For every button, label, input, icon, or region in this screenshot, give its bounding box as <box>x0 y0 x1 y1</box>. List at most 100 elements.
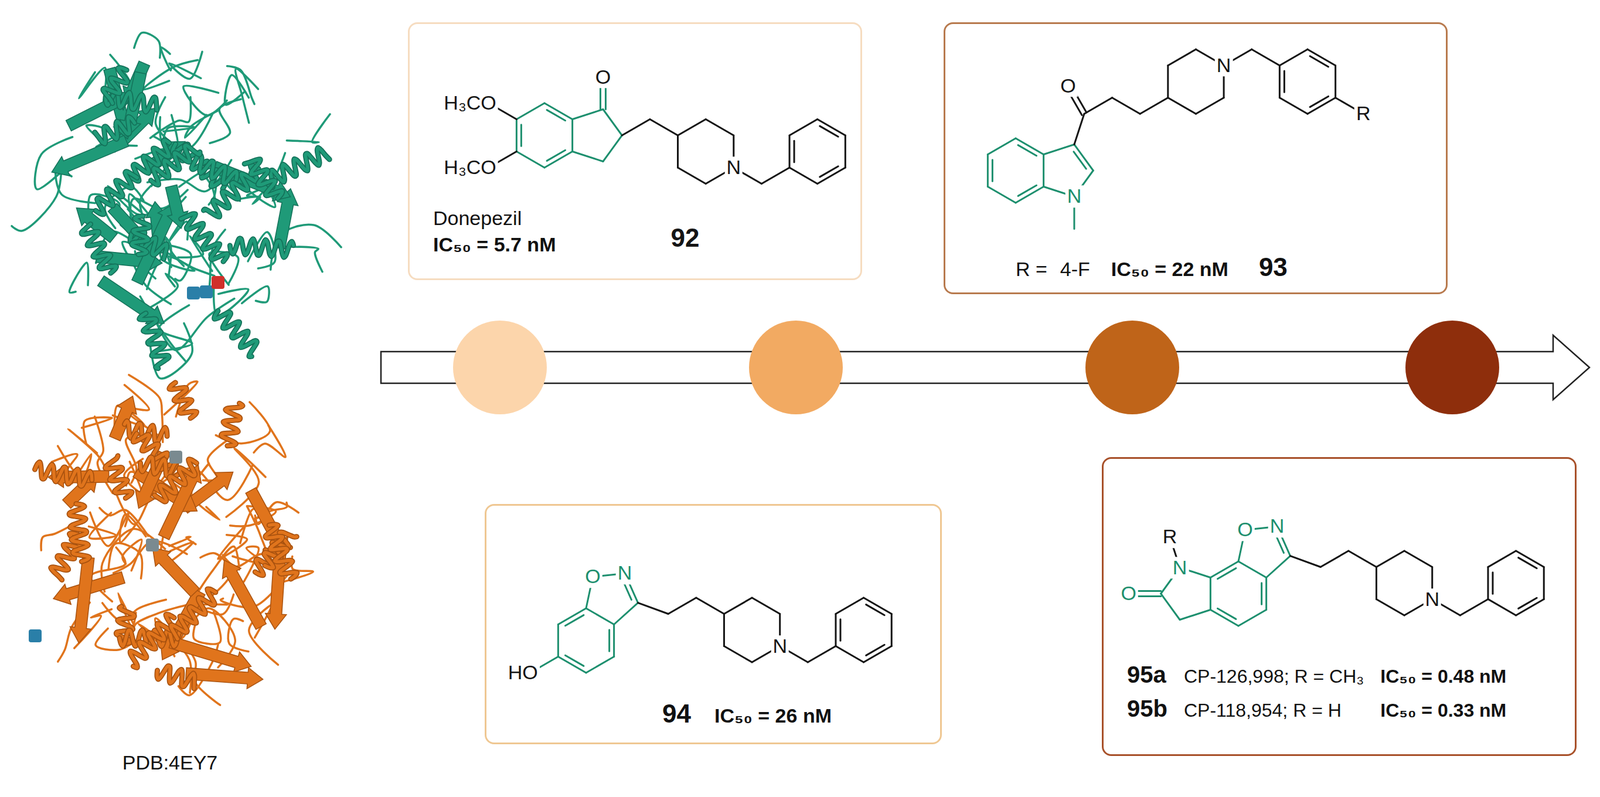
beta-sheet <box>168 636 251 673</box>
annotation-text: 4-F <box>1060 257 1091 281</box>
alpha-helix <box>81 223 117 274</box>
alpha-helix <box>103 67 128 104</box>
alpha-helix <box>181 213 228 262</box>
chemical-bond <box>649 119 679 136</box>
alpha-helix <box>181 213 228 262</box>
protein-loop <box>11 167 62 231</box>
atom-label: R <box>1354 102 1373 125</box>
chemical-bond <box>1179 610 1211 621</box>
atom-label: N <box>770 635 789 657</box>
alpha-helix <box>104 455 132 499</box>
alpha-helix <box>229 238 294 258</box>
timeline-dot <box>1085 320 1180 415</box>
alpha-helix <box>265 524 298 580</box>
chemical-bond <box>866 644 885 656</box>
chemical-bond <box>751 597 781 615</box>
chemical-bond <box>835 646 864 663</box>
chemical-bond <box>1278 65 1281 98</box>
chemical-bond <box>1518 557 1537 569</box>
chemical-bond <box>1279 97 1308 115</box>
ligand-marker <box>145 538 159 552</box>
alpha-helix <box>154 459 197 502</box>
annotation-text: IC₅₀ = 5.7 nM <box>433 233 556 257</box>
alpha-helix <box>199 155 237 184</box>
alpha-helix <box>221 403 243 447</box>
atom-label: N <box>1214 54 1234 77</box>
atom-label: N <box>1423 588 1442 611</box>
chemical-bond <box>1309 96 1329 107</box>
annotation-text: R = <box>1015 257 1048 281</box>
alpha-helix <box>169 382 197 419</box>
atom-label: O <box>593 66 613 88</box>
chemical-bond <box>1217 568 1236 580</box>
chemical-bond <box>1112 97 1141 115</box>
protein-loop <box>143 60 198 91</box>
chemical-bond <box>668 597 697 615</box>
protein-loop <box>160 47 171 71</box>
chemical-bond <box>1266 556 1291 578</box>
chemical-bond <box>723 646 752 663</box>
chemical-bond <box>835 597 864 615</box>
annotation-text: IC₅₀ = 0.48 nM <box>1380 665 1507 688</box>
chemical-bond <box>572 109 604 120</box>
alpha-helix <box>139 312 169 369</box>
protein-loop <box>242 286 270 304</box>
alpha-helix <box>131 216 150 255</box>
chemical-bond <box>696 597 725 615</box>
chemical-bond <box>1161 593 1180 620</box>
chemical-bond <box>1320 550 1349 568</box>
alpha-helix <box>103 67 128 104</box>
chemical-bond <box>572 151 604 162</box>
chemical-bond <box>819 166 839 177</box>
structure-id-label: PDB:4EY7 <box>122 751 219 775</box>
alpha-helix <box>157 665 195 689</box>
protein-loop <box>169 51 203 79</box>
chemical-bond <box>546 150 565 161</box>
alpha-helix <box>154 459 197 502</box>
annotation-text: IC₅₀ = 22 nM <box>1111 257 1229 281</box>
chemical-bond <box>1195 97 1224 115</box>
protein-loop <box>209 99 241 144</box>
protein-loop <box>134 32 161 59</box>
alpha-helix <box>221 403 243 447</box>
chemical-bond <box>1376 599 1405 616</box>
chemical-bond <box>1073 151 1087 169</box>
chemical-bond <box>621 119 650 136</box>
protein-loop <box>150 273 179 308</box>
chemical-bond <box>1334 65 1337 98</box>
chemical-bond <box>676 135 679 168</box>
atom-label: N <box>1065 185 1084 208</box>
protein-ribbon <box>11 32 342 706</box>
chemical-bond <box>516 103 545 120</box>
alpha-helix <box>95 171 138 215</box>
timeline-dot <box>1405 320 1500 415</box>
text-group: R =4-FIC₅₀ = 22 nM93 <box>1015 252 1288 283</box>
ligand-marker <box>169 450 183 464</box>
structure-box: ONRNON95aCP-126,998; R = CH₃IC₅₀ = 0.48 … <box>1101 457 1577 757</box>
ligand-marker <box>186 286 200 300</box>
chemical-bond <box>1018 185 1037 196</box>
protein-loop <box>119 514 146 543</box>
alpha-helix <box>130 614 175 668</box>
compound-number: 94 <box>662 699 691 730</box>
ligand-marker <box>28 629 42 643</box>
chemical-bond <box>1074 113 1085 145</box>
chemical-bond <box>807 646 836 663</box>
chemical-bond <box>1209 577 1212 611</box>
protein-loop <box>185 110 219 138</box>
annotation-text: IC₅₀ = 26 nM <box>714 704 832 728</box>
chemical-bond <box>1290 556 1322 568</box>
chemical-bond <box>844 135 847 168</box>
protein-loop <box>169 245 192 281</box>
chemical-bond <box>1518 597 1537 609</box>
chemical-bond <box>1238 561 1267 578</box>
alpha-helix <box>34 462 92 487</box>
alpha-helix <box>214 310 258 357</box>
protein-loop <box>253 425 286 458</box>
chemical-bond <box>571 119 574 152</box>
text-group: 94 IC₅₀ = 26 nM <box>662 699 832 730</box>
protein-loop <box>235 68 259 123</box>
timeline-dot <box>453 320 547 415</box>
chemical-bond <box>834 614 837 647</box>
chemical-bond <box>1217 608 1236 619</box>
